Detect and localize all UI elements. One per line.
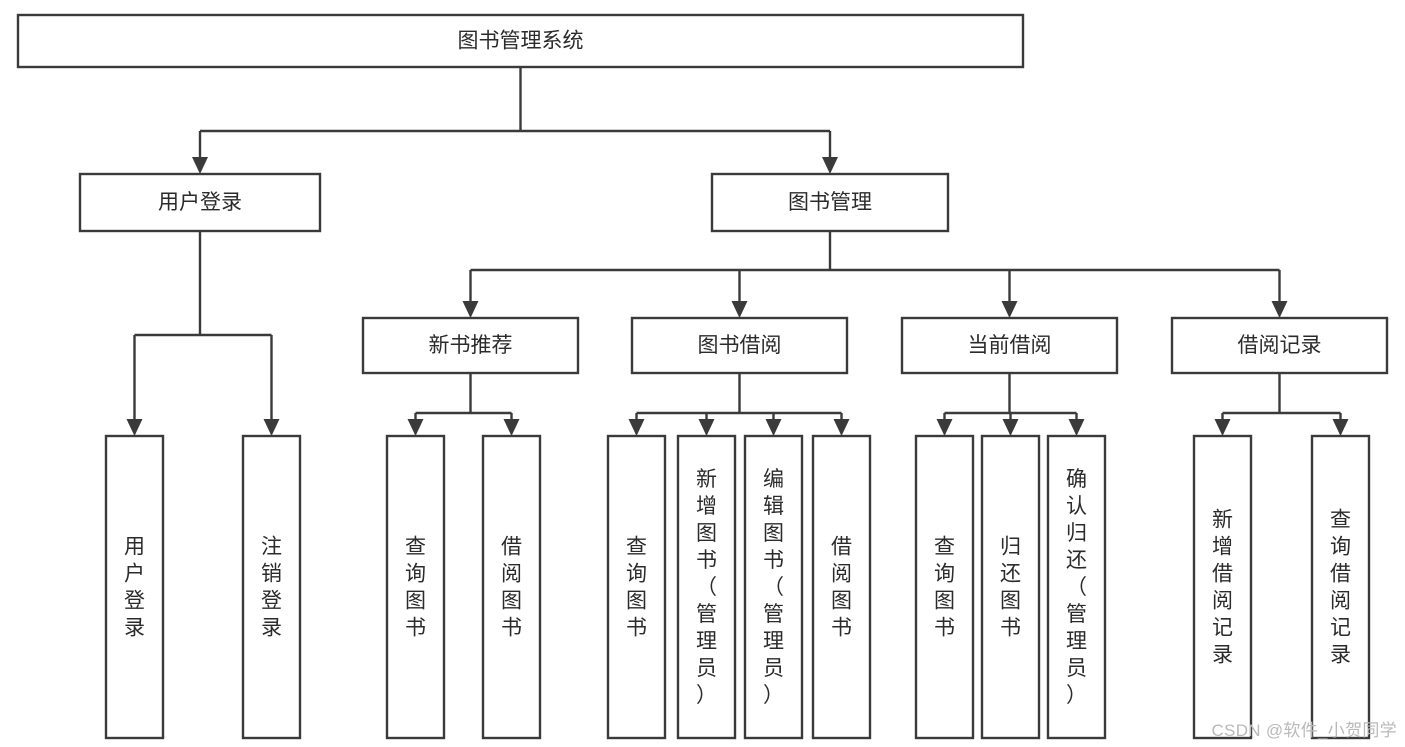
node-box-leaf-confirm-return-admin (1046, 434, 1107, 740)
node-box-leaf-user-login (104, 434, 165, 740)
node-box-leaf-logout-login (241, 434, 302, 740)
node-label-leaf-borrow-book: 借阅图书 (831, 536, 852, 640)
node-label-leaf-query-book-recommend: 查询图书 (405, 536, 426, 640)
node-box-leaf-borrow-book-recommend (481, 434, 542, 740)
node-leaf-borrow-book-recommend[interactable]: 借阅图书 (481, 434, 542, 740)
node-label-leaf-add-book-admin: 新增图书（管理员） (696, 468, 717, 707)
arrow-to-leaf-user-login-head (126, 419, 143, 436)
arrow-to-borrow-record-head (1271, 301, 1288, 318)
node-leaf-add-book-admin[interactable]: 新增图书（管理员） (676, 434, 737, 740)
node-label-leaf-borrow-book-recommend: 借阅图书 (501, 536, 522, 640)
node-box-leaf-return-book (980, 434, 1041, 740)
arrow-to-leaf-edit-book-admin-head (765, 419, 782, 436)
node-label-leaf-user-login: 用户登录 (124, 536, 145, 640)
node-new-book-recommend[interactable]: 新书推荐 (361, 316, 580, 375)
node-box-leaf-add-borrow-record (1192, 434, 1253, 740)
node-label-borrow-record: 借阅记录 (1238, 334, 1322, 357)
node-label-current-borrow: 当前借阅 (968, 334, 1052, 357)
node-leaf-borrow-book[interactable]: 借阅图书 (811, 434, 872, 740)
node-label-leaf-query-book-current: 查询图书 (934, 536, 955, 640)
arrow-to-leaf-query-book-recommend-head (407, 419, 424, 436)
node-label-leaf-query-book-borrow: 查询图书 (626, 536, 647, 640)
arrow-to-new-book-recommend-head (462, 301, 479, 318)
node-box-leaf-add-book-admin (676, 434, 737, 740)
node-label-user-login: 用户登录 (158, 191, 242, 214)
node-box-user-login (78, 172, 322, 233)
node-leaf-query-book-borrow[interactable]: 查询图书 (606, 434, 667, 740)
node-leaf-logout-login[interactable]: 注销登录 (241, 434, 302, 740)
node-current-borrow[interactable]: 当前借阅 (900, 316, 1119, 375)
node-root[interactable]: 图书管理系统 (16, 13, 1025, 69)
node-box-leaf-query-book-recommend (385, 434, 446, 740)
node-box-new-book-recommend (361, 316, 580, 375)
node-label-leaf-return-book: 归还图书 (1000, 536, 1021, 640)
node-box-borrow-record (1170, 316, 1389, 375)
node-book-borrow[interactable]: 图书借阅 (630, 316, 849, 375)
node-layer: 图书管理系统用户登录图书管理新书推荐图书借阅当前借阅借阅记录用户登录注销登录查询… (16, 13, 1389, 740)
node-leaf-return-book[interactable]: 归还图书 (980, 434, 1041, 740)
arrow-to-book-manage-head (822, 157, 838, 174)
node-leaf-query-book-recommend[interactable]: 查询图书 (385, 434, 446, 740)
arrow-to-book-borrow-head (731, 301, 748, 318)
arrow-to-leaf-query-borrow-record-head (1332, 419, 1349, 436)
node-box-leaf-query-book-current (914, 434, 975, 740)
node-label-leaf-query-borrow-record: 查询借阅记录 (1330, 509, 1351, 667)
node-label-new-book-recommend: 新书推荐 (429, 334, 513, 357)
arrow-to-leaf-confirm-return-admin-head (1068, 419, 1085, 436)
arrow-to-leaf-query-book-current-head (936, 419, 953, 436)
arrow-to-user-login-head (192, 157, 208, 174)
node-box-leaf-query-borrow-record (1310, 434, 1371, 740)
arrow-to-leaf-borrow-book-recommend-head (503, 419, 520, 436)
node-box-current-borrow (900, 316, 1119, 375)
node-box-book-borrow (630, 316, 849, 375)
node-box-leaf-edit-book-admin (743, 434, 804, 740)
node-borrow-record[interactable]: 借阅记录 (1170, 316, 1389, 375)
node-label-root: 图书管理系统 (458, 30, 584, 53)
arrow-to-current-borrow-head (1001, 301, 1018, 318)
arrow-to-leaf-add-borrow-record-head (1214, 419, 1231, 436)
node-leaf-user-login[interactable]: 用户登录 (104, 434, 165, 740)
node-leaf-edit-book-admin[interactable]: 编辑图书（管理员） (743, 434, 804, 740)
node-box-root (16, 13, 1025, 69)
node-box-book-manage (710, 172, 950, 233)
node-label-leaf-confirm-return-admin: 确认归还（管理员） (1066, 468, 1087, 707)
node-label-leaf-edit-book-admin: 编辑图书（管理员） (763, 468, 784, 707)
connector-layer (126, 67, 1349, 436)
node-label-leaf-logout-login: 注销登录 (261, 536, 282, 640)
node-leaf-query-book-current[interactable]: 查询图书 (914, 434, 975, 740)
arrow-to-leaf-borrow-book-head (833, 419, 850, 436)
arrow-to-leaf-add-book-admin-head (698, 419, 715, 436)
node-leaf-confirm-return-admin[interactable]: 确认归还（管理员） (1046, 434, 1107, 740)
node-box-leaf-borrow-book (811, 434, 872, 740)
node-book-manage[interactable]: 图书管理 (710, 172, 950, 233)
node-user-login[interactable]: 用户登录 (78, 172, 322, 233)
arrow-to-leaf-query-book-borrow-head (628, 419, 645, 436)
arrow-to-leaf-return-book-head (1002, 419, 1019, 436)
arrow-to-leaf-logout-login-head (263, 419, 280, 436)
node-box-leaf-query-book-borrow (606, 434, 667, 740)
node-label-book-manage: 图书管理 (788, 191, 872, 214)
node-label-book-borrow: 图书借阅 (698, 334, 782, 357)
node-leaf-add-borrow-record[interactable]: 新增借阅记录 (1192, 434, 1253, 740)
node-label-leaf-add-borrow-record: 新增借阅记录 (1212, 509, 1233, 667)
node-leaf-query-borrow-record[interactable]: 查询借阅记录 (1310, 434, 1371, 740)
